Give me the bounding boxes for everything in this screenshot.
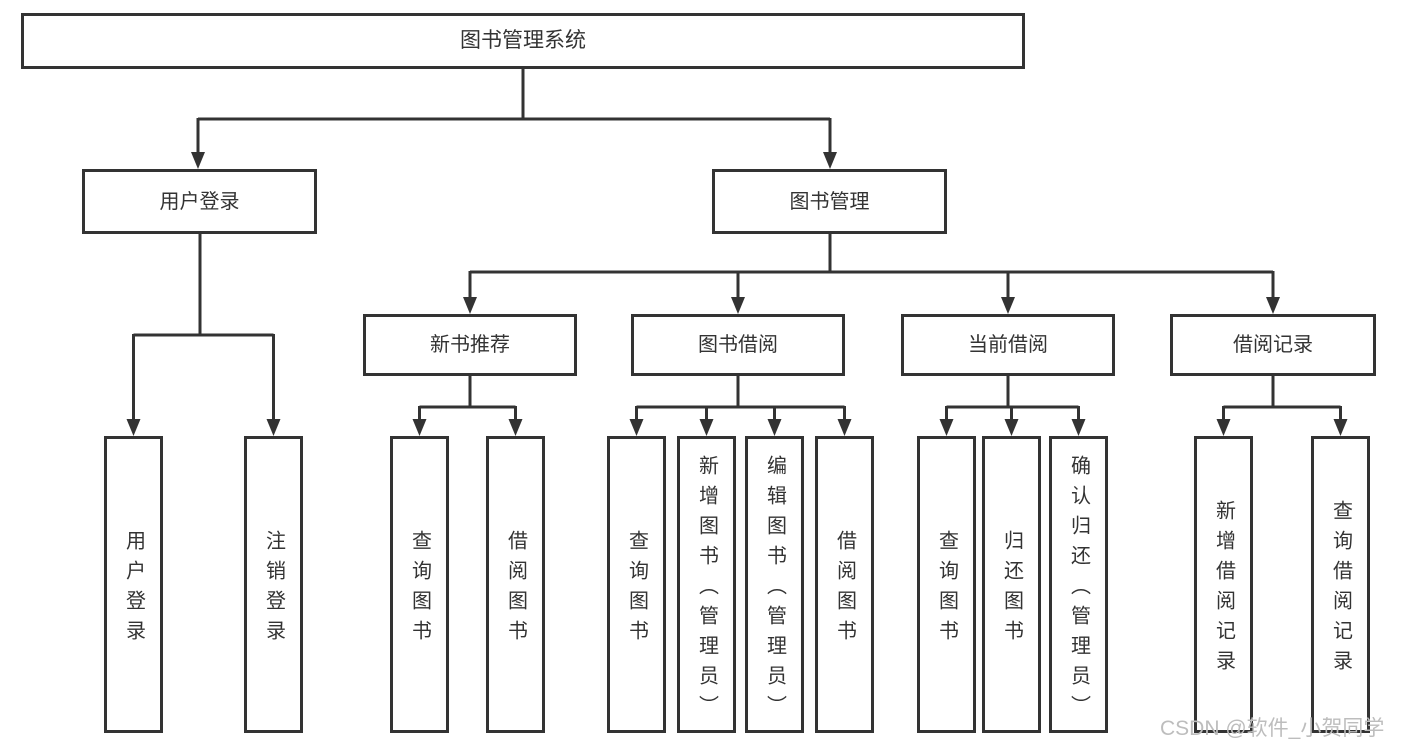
leaf-records-query-record: 查询借阅记录: [1311, 436, 1370, 733]
leaf-current-return-book: 归还图书: [982, 436, 1041, 733]
leaf-recommend-borrow-book: 借阅图书: [486, 436, 545, 733]
node-borrowing-records: 借阅记录: [1170, 314, 1376, 376]
leaf-current-confirm-return-admin: 确认归还（管理员）: [1049, 436, 1108, 733]
node-current-borrowing: 当前借阅: [901, 314, 1115, 376]
node-library-management-system: 图书管理系统: [21, 13, 1025, 69]
leaf-borrowing-edit-book-admin: 编辑图书（管理员）: [745, 436, 804, 733]
node-user-login: 用户登录: [82, 169, 317, 234]
leaf-borrowing-query-book: 查询图书: [607, 436, 666, 733]
csdn-watermark: CSDN @软件_小贺同学: [1160, 717, 1385, 740]
leaf-borrowing-add-book-admin: 新增图书（管理员）: [677, 436, 736, 733]
leaf-current-query-book: 查询图书: [917, 436, 976, 733]
leaf-logout-login: 注销登录: [244, 436, 303, 733]
node-book-management: 图书管理: [712, 169, 947, 234]
leaf-recommend-query-book: 查询图书: [390, 436, 449, 733]
leaf-records-add-record: 新增借阅记录: [1194, 436, 1253, 733]
leaf-borrowing-borrow-book: 借阅图书: [815, 436, 874, 733]
node-new-book-recommend: 新书推荐: [363, 314, 577, 376]
node-book-borrowing: 图书借阅: [631, 314, 845, 376]
leaf-user-login: 用户登录: [104, 436, 163, 733]
